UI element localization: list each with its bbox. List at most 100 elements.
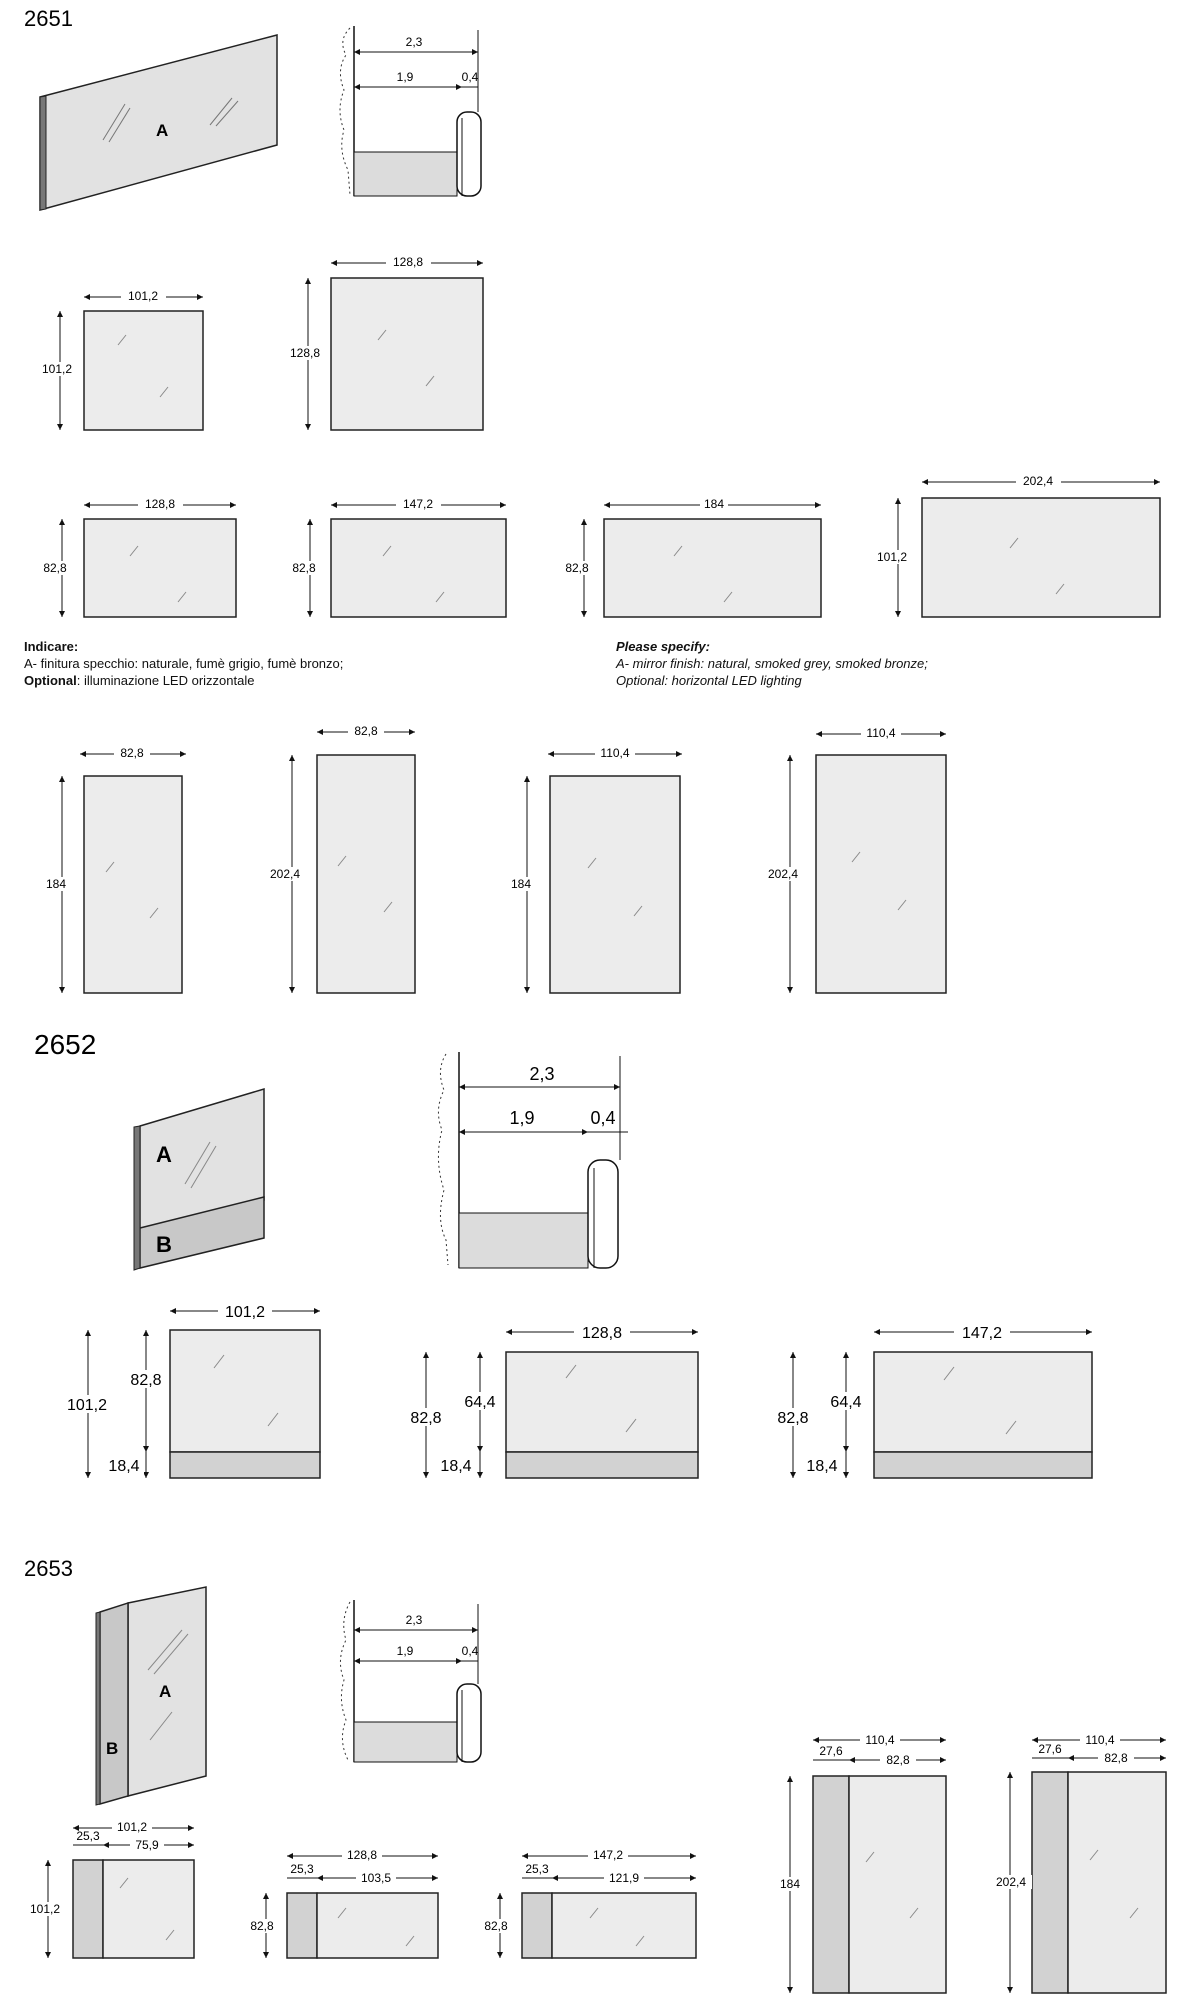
notes-finish-en: A- mirror finish: natural, smoked grey, … — [616, 656, 928, 671]
mirror-2653-101: 101,2 25,3 75,9 101,2 — [26, 1820, 195, 1959]
profile-glass: 1,9 — [509, 1108, 534, 1128]
dim-height: 202,4 — [768, 867, 798, 881]
dim-band-height: 18,4 — [108, 1458, 139, 1475]
section-code-2652: 2652 — [34, 1029, 96, 1060]
dim-height: 82,8 — [484, 1919, 508, 1933]
dim-band-width: 27,6 — [1038, 1742, 1062, 1756]
mirror-110x202: 110,4 202,4 — [764, 726, 947, 994]
dim-width: 101,2 — [117, 1820, 147, 1834]
notes-finish-it: A- finitura specchio: naturale, fumè gri… — [24, 656, 344, 671]
dim-band-height: 18,4 — [440, 1458, 471, 1475]
dim-glass-height: 82,8 — [130, 1372, 161, 1389]
mirror-128x128: 128,8 128,8 — [286, 255, 484, 431]
perspective-mirror-2653: A B — [95, 1586, 207, 1806]
notes-heading-en: Please specify: — [616, 639, 710, 654]
dim-width: 82,8 — [354, 724, 378, 738]
dim-glass-height: 64,4 — [464, 1394, 495, 1411]
dim-height: 101,2 — [877, 550, 907, 564]
dim-glass-width: 103,5 — [361, 1871, 391, 1885]
mirror-184x82: 184 82,8 — [562, 497, 822, 618]
mirror-2653-110x202: 110,4 27,6 82,8 202,4 — [992, 1733, 1167, 1994]
profile-gap: 0,4 — [462, 1644, 479, 1658]
dim-height: 82,8 — [43, 561, 67, 575]
mirror-110x184: 110,4 184 — [509, 746, 682, 994]
notes-optional-text-it: : illuminazione LED orizzontale — [76, 673, 255, 688]
profile-total: 2,3 — [529, 1064, 554, 1084]
dim-width: 101,2 — [225, 1304, 265, 1321]
notes-optional-it: Optional: illuminazione LED orizzontale — [24, 672, 544, 689]
profile-gap: 0,4 — [590, 1108, 615, 1128]
dim-width: 128,8 — [145, 497, 175, 511]
specify-notes-italian: Indicare: A- finitura specchio: naturale… — [24, 638, 544, 689]
dim-width: 110,4 — [600, 746, 629, 760]
dim-total-height: 101,2 — [67, 1397, 107, 1414]
mirror-2652-128: 128,8 82,8 64,4 18,4 — [405, 1322, 699, 1479]
dim-total-height: 82,8 — [777, 1410, 808, 1427]
dim-width: 184 — [704, 497, 724, 511]
mirror-82x202: 82,8 202,4 — [266, 724, 416, 994]
mirror-2652-147: 147,2 82,8 64,4 18,4 — [772, 1322, 1093, 1479]
dim-height: 128,8 — [290, 346, 320, 360]
specify-notes-english: Please specify: A- mirror finish: natura… — [616, 638, 1176, 689]
dim-glass-width: 75,9 — [135, 1838, 159, 1852]
dim-width: 202,4 — [1023, 474, 1053, 488]
dim-width: 110,4 — [866, 726, 895, 740]
dim-width: 147,2 — [403, 497, 433, 511]
profile-section-2652: 2,3 1,9 0,4 — [438, 1052, 628, 1269]
dim-height: 184 — [780, 1877, 800, 1891]
finish-label-a: A — [156, 1142, 172, 1167]
mirror-2653-147: 147,2 25,3 121,9 82,8 — [479, 1848, 697, 1959]
dim-width: 110,4 — [1085, 1733, 1114, 1747]
dim-band-width: 25,3 — [290, 1862, 314, 1876]
section-code-2651: 2651 — [24, 6, 73, 31]
dim-width: 128,8 — [393, 255, 423, 269]
section-code-2653: 2653 — [24, 1556, 73, 1581]
mirror-2652-101: 101,2 101,2 82,8 18,4 — [62, 1301, 321, 1479]
dim-band-width: 27,6 — [819, 1744, 843, 1758]
mirror-147x82: 147,2 82,8 — [289, 497, 507, 618]
notes-optional-en: Optional: horizontal LED lighting — [616, 673, 802, 688]
profile-glass: 1,9 — [397, 1644, 414, 1658]
dim-height: 82,8 — [250, 1919, 274, 1933]
dim-width: 128,8 — [582, 1325, 622, 1342]
mirror-2653-110x184: 110,4 27,6 82,8 184 — [776, 1733, 947, 1994]
mirror-202x101: 202,4 101,2 — [874, 474, 1161, 618]
profile-total: 2,3 — [406, 1613, 423, 1627]
dim-width: 147,2 — [593, 1848, 623, 1862]
dim-width: 110,4 — [865, 1733, 894, 1747]
dim-width: 82,8 — [120, 746, 144, 760]
perspective-mirror-2652: A B — [133, 1087, 265, 1271]
dim-width: 128,8 — [347, 1848, 377, 1862]
dim-height: 101,2 — [30, 1902, 60, 1916]
dim-glass-height: 64,4 — [830, 1394, 861, 1411]
profile-glass: 1,9 — [397, 70, 414, 84]
finish-label-a: A — [159, 1682, 171, 1701]
dim-height: 202,4 — [270, 867, 300, 881]
finish-label-b: B — [156, 1232, 172, 1257]
dim-height: 82,8 — [565, 561, 589, 575]
mirror-101x101: 101,2 101,2 — [38, 289, 204, 431]
dim-height: 202,4 — [996, 1875, 1026, 1889]
profile-total: 2,3 — [406, 35, 423, 49]
mirror-82x184: 82,8 184 — [44, 746, 186, 994]
dim-height: 101,2 — [42, 362, 72, 376]
profile-section-2651: 2,3 1,9 0,4 — [339, 26, 482, 197]
perspective-mirror-2651: A — [39, 34, 278, 211]
dim-height: 82,8 — [292, 561, 316, 575]
dim-glass-width: 82,8 — [886, 1753, 910, 1767]
mirror-128x82: 128,8 82,8 — [40, 497, 237, 618]
dim-glass-width: 82,8 — [1104, 1751, 1128, 1765]
dim-height: 184 — [511, 877, 531, 891]
dim-total-height: 82,8 — [410, 1410, 441, 1427]
dim-band-width: 25,3 — [525, 1862, 549, 1876]
dim-height: 184 — [46, 877, 66, 891]
mirror-2653-128: 128,8 25,3 103,5 82,8 — [245, 1848, 439, 1959]
dim-band-width: 25,3 — [76, 1829, 100, 1843]
notes-heading-it: Indicare: — [24, 639, 79, 654]
notes-optional-label-it: Optional — [24, 673, 77, 688]
dim-band-height: 18,4 — [806, 1458, 837, 1475]
finish-label-b: B — [106, 1739, 118, 1758]
profile-section-2653: 2,3 1,9 0,4 — [340, 1600, 482, 1763]
profile-gap: 0,4 — [462, 70, 479, 84]
dim-width: 101,2 — [128, 289, 158, 303]
